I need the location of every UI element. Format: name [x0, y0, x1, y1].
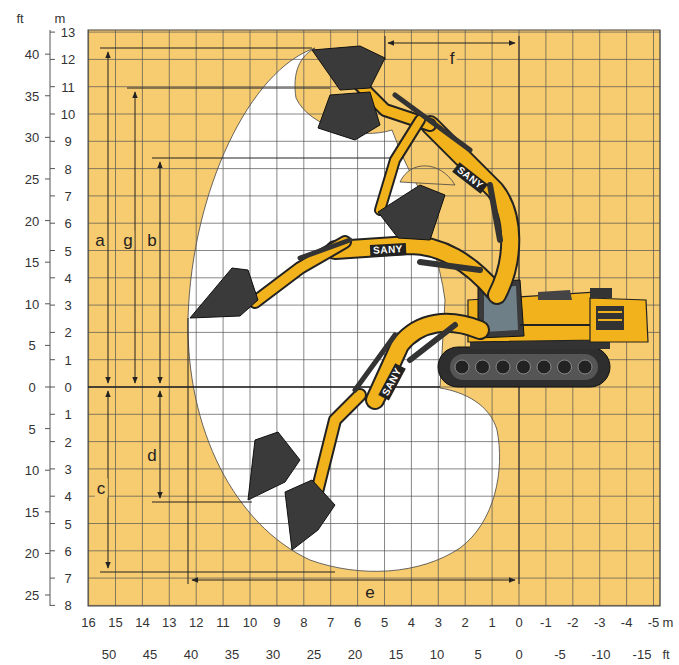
axis-label: 45 [143, 648, 157, 661]
dimension-lines [100, 36, 519, 584]
axis-label: 15 [25, 256, 39, 269]
axis-label: 5 [474, 648, 481, 661]
axis-label: -5 [648, 616, 660, 629]
axis-label: 14 [135, 616, 149, 629]
axis-label: 20 [25, 214, 39, 227]
axis-label: 5 [64, 517, 71, 530]
dimension-letter: f [448, 49, 457, 68]
axis-label: 5 [28, 339, 35, 352]
dimension-letter: b [145, 231, 158, 250]
dimension-letter: g [121, 231, 134, 250]
chart-frame [88, 30, 660, 606]
axis-label: 25 [307, 648, 321, 661]
axis-label: 11 [61, 80, 75, 93]
axis-label: 25 [25, 589, 39, 602]
bucket [190, 46, 445, 550]
axis-label: 25 [25, 172, 39, 185]
axis-label: 8 [64, 599, 71, 612]
axis-label: 3 [435, 616, 442, 629]
axis-label: -3 [594, 616, 606, 629]
axis-label: 9 [273, 616, 280, 629]
axis-label: 8 [64, 162, 71, 175]
axis-label: 10 [25, 297, 39, 310]
axis-label: 50 [102, 648, 116, 661]
axis-label: 6 [64, 544, 71, 557]
axis-label: 0 [64, 381, 71, 394]
axis-label: 2 [462, 616, 469, 629]
axis-label: 10 [25, 464, 39, 477]
axis-label: 7 [327, 616, 334, 629]
axis-label: 6 [64, 217, 71, 230]
axis-label: 15 [25, 505, 39, 518]
axis-label: 11 [216, 616, 230, 629]
axis-label: -1 [540, 616, 552, 629]
axis-label: 20 [25, 547, 39, 560]
axis-label: 15 [108, 616, 122, 629]
axis-label: 8 [300, 616, 307, 629]
excavator-boom [255, 75, 510, 500]
chart-ground [88, 30, 660, 606]
axis-label: ft [662, 648, 669, 661]
dimension-letter: a [93, 231, 106, 250]
axis-label: 9 [64, 135, 71, 148]
axis-label: m [663, 616, 674, 629]
axis-label: 1 [488, 616, 495, 629]
axis-ticks [45, 32, 55, 605]
axis-label: 40 [184, 648, 198, 661]
axis-label: 2 [64, 326, 71, 339]
axis-label: 15 [389, 648, 403, 661]
axis-label: -10 [592, 648, 611, 661]
axis-label: m [55, 12, 66, 25]
axis-label: 40 [25, 48, 39, 61]
axis-label: 5 [381, 616, 388, 629]
dimension-letter: d [145, 446, 158, 465]
axis-label: 10 [243, 616, 257, 629]
axis-label: -5 [554, 648, 566, 661]
axis-label: 13 [61, 26, 75, 39]
axis-label: 10 [61, 108, 75, 121]
axis-label: -4 [621, 616, 633, 629]
axis-label: 12 [61, 53, 75, 66]
axis-label: 3 [64, 462, 71, 475]
axis-label: 6 [354, 616, 361, 629]
axis-label: 7 [64, 572, 71, 585]
axis-label: 30 [25, 131, 39, 144]
axis-label: 4 [64, 490, 71, 503]
grid [88, 30, 660, 606]
axis-label: 35 [225, 648, 239, 661]
brand-logo: SANY [378, 363, 405, 400]
axis-label: 1 [64, 408, 71, 421]
axis-line [50, 30, 51, 606]
axis-label: 35 [25, 89, 39, 102]
axis-label: 3 [64, 299, 71, 312]
axis-label: 4 [64, 271, 71, 284]
axis-label: 0 [515, 616, 522, 629]
axis-label: 10 [430, 648, 444, 661]
axis-label: 5 [64, 244, 71, 257]
axis-label: 7 [64, 189, 71, 202]
working-envelope [188, 48, 500, 571]
dimension-letter: e [363, 583, 376, 602]
axis-label: 16 [81, 616, 95, 629]
brand-logo: SANY [370, 243, 406, 257]
axis-label: 0 [28, 381, 35, 394]
axis-label: 5 [28, 422, 35, 435]
axis-label: 4 [408, 616, 415, 629]
axis-label: 12 [189, 616, 203, 629]
axis-label: 1 [64, 353, 71, 366]
axis-label: 2 [64, 435, 71, 448]
brand-logo: SANY [452, 162, 488, 193]
axis-label: 13 [162, 616, 176, 629]
axis-label: 30 [266, 648, 280, 661]
axis-label: 0 [515, 648, 522, 661]
axis-label: -15 [633, 648, 652, 661]
axis-label: ft [16, 12, 23, 25]
dimension-letter: c [95, 479, 108, 498]
axis-label: -2 [567, 616, 579, 629]
axis-label: 20 [348, 648, 362, 661]
